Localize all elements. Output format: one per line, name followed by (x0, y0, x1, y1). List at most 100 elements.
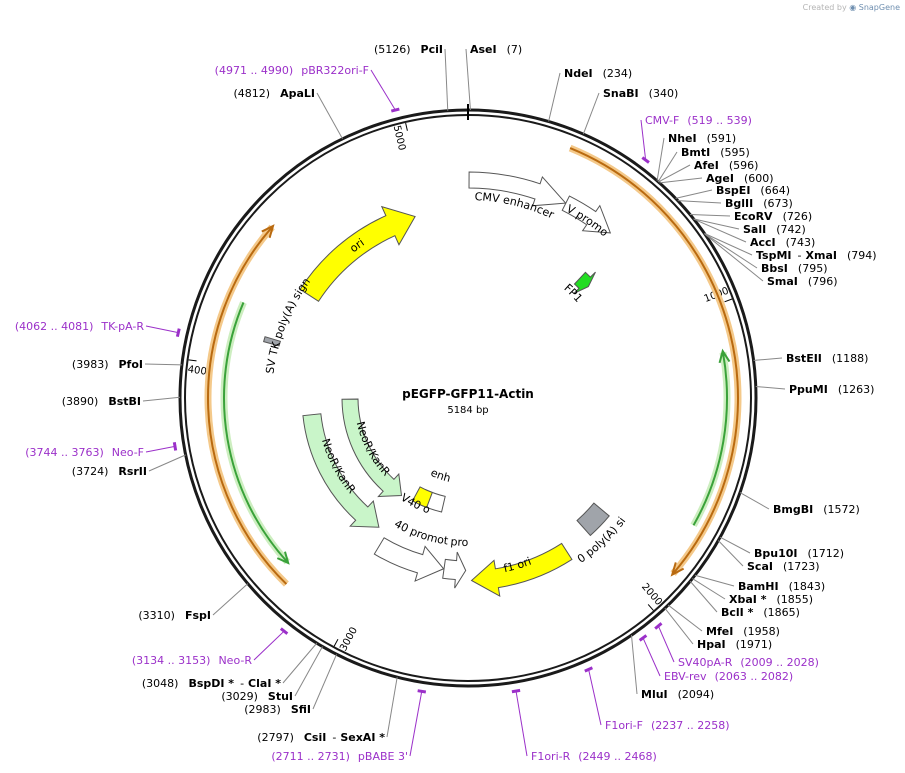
enzyme-sep-30: - (240, 677, 244, 690)
enzyme-pos-17: (1263) (838, 383, 875, 396)
enzyme-leader-20 (717, 540, 744, 567)
enzyme-label-3: SnaBI(340) (603, 87, 678, 100)
enzyme-label-14: BbsI(795) (761, 262, 828, 275)
enzyme-pos-3: (340) (649, 87, 679, 100)
enzyme-pos-29: (3029) (221, 690, 258, 703)
feat-gfp11-label: GFP11 (0, 0, 585, 305)
enzyme-pos-35: (4812) (234, 87, 271, 100)
enzyme-leader-23 (689, 580, 718, 613)
credit-brand: SnapGene (858, 3, 900, 12)
orf-green-2-line (223, 302, 289, 563)
enzyme-pos-11: (742) (776, 223, 806, 236)
primer-range-7: (3134 .. 3153) (132, 654, 211, 667)
feature-sv40-promoter (373, 537, 445, 582)
enzyme-pos-10: (726) (783, 210, 813, 223)
enzyme-name-32: RsrII (118, 465, 147, 478)
enzyme-leader-7 (659, 177, 703, 184)
enzyme-label-26: MluI(2094) (641, 688, 714, 701)
enzyme-label-0: (5126) PciI (374, 43, 443, 56)
enzyme-label-11: SalI (742) (743, 223, 806, 236)
enzyme-name-4: NheI (668, 132, 697, 145)
enzyme-name-22: XbaI * (729, 593, 767, 606)
primer-range-6: (2711 .. 2731) (271, 750, 350, 763)
enzyme-name-34: PfoI (119, 358, 144, 371)
primer-range-1: (519 .. 539) (687, 114, 752, 127)
enzyme-label-16: BstEII(1188) (786, 352, 868, 365)
enzyme-pos-34: (3983) (72, 358, 109, 371)
enzyme-leader-8 (675, 189, 713, 199)
primer-label-9: (4062 .. 4081)TK-pA-R (15, 320, 145, 333)
enzyme-leader-34 (144, 363, 182, 366)
enzyme-leader-15 (704, 233, 764, 282)
primer-name-8: Neo-F (112, 446, 144, 459)
enzyme-leader-4 (656, 137, 665, 181)
bp-tick-3000 (333, 638, 339, 647)
enzyme-leader-16 (753, 357, 783, 361)
enzyme-label-24: MfeI(1958) (706, 625, 780, 638)
enzyme-label-10: EcoRV (726) (734, 210, 812, 223)
plasmid-name: pEGFP-GFP11-Actin (402, 387, 534, 401)
enzyme-name2-27: SexAI * (340, 731, 385, 744)
enzyme-leader-11 (693, 218, 740, 230)
primer-site-mark-1 (641, 156, 650, 164)
orf-green-2-arrow-icon (276, 551, 290, 565)
feature-neor-kanr (341, 398, 403, 498)
enzyme-name-23: BclI * (721, 606, 754, 619)
enzyme-pos-0: (5126) (374, 43, 411, 56)
feature-cmv-enhancer (468, 171, 567, 207)
enzyme-name-10: EcoRV (734, 210, 773, 223)
bp-tick-label-2000: 2000 (639, 582, 664, 608)
enzyme-name-0: PciI (421, 43, 443, 56)
enzyme-name-28: SfiI (291, 703, 311, 716)
enzyme-name-26: MluI (641, 688, 668, 701)
primer-name-3: EBV-rev (664, 670, 707, 683)
enzyme-pos-32: (3724) (72, 465, 109, 478)
primer-leader-5 (515, 691, 528, 757)
enzyme-pos-24: (1958) (743, 625, 780, 638)
primer-name-6: pBABE 3' (358, 750, 408, 763)
enzyme-pos-22: (1855) (776, 593, 813, 606)
feature-ori (299, 205, 416, 302)
enzyme-pos-31: (3310) (138, 609, 175, 622)
feature-sv40-poly-a-signal (576, 502, 610, 537)
primer-label-0: (4971 .. 4990)pBR322ori-F (215, 64, 369, 77)
enzyme-leader-21 (694, 574, 735, 587)
enzyme-name-14: BbsI (761, 262, 788, 275)
enzyme-name-35: ApaLI (280, 87, 315, 100)
enzyme-name-11: SalI (743, 223, 766, 236)
primer-leader-0 (370, 69, 396, 111)
enzyme-label-13: TspMI-XmaI(794) (756, 249, 877, 262)
primer-range-8: (3744 .. 3763) (25, 446, 104, 459)
enzyme-pos-12: (743) (786, 236, 816, 249)
enzyme-pos-19: (1712) (808, 547, 845, 560)
enzyme-label-7: AgeI(600) (706, 172, 774, 185)
enzyme-leader-25 (664, 607, 694, 645)
bp-tick-label-3000: 3000 (338, 626, 360, 654)
enzyme-label-15: SmaI(796) (767, 275, 838, 288)
feature-neor-kanr-outer (302, 413, 380, 528)
feature-gfp11 (573, 271, 596, 294)
enzyme-leader-33 (142, 396, 181, 402)
primer-leader-2 (657, 625, 675, 663)
enzyme-leader-32 (148, 454, 186, 472)
enzyme-leader-2 (548, 72, 561, 122)
enzyme-label-32: (3724) RsrII (72, 465, 147, 478)
primer-name-1: CMV-F (645, 114, 679, 127)
enzyme-leader-6 (658, 164, 691, 183)
enzyme-leader-17 (755, 385, 786, 390)
primer-name-2: SV40pA-R (678, 656, 733, 669)
enzyme-sep-13: - (798, 249, 802, 262)
feat-hsv-tk-polya-label: HSV TK poly(A) signal (0, 0, 313, 375)
enzyme-pos-25: (1971) (736, 638, 773, 651)
primer-label-2: SV40pA-R(2009 .. 2028) (678, 656, 819, 669)
enzyme-label-4: NheI(591) (668, 132, 736, 145)
enzyme-name-6: AfeI (694, 159, 719, 172)
enzyme-label-30: (3048)BspDI *-ClaI * (142, 677, 281, 690)
feature-ampr-promoter (442, 551, 467, 589)
enzyme-pos-9: (673) (763, 197, 793, 210)
enzyme-sep-27: - (332, 731, 336, 744)
enzyme-leader-18 (739, 492, 770, 510)
enzyme-leader-12 (693, 218, 747, 243)
enzyme-label-23: BclI *(1865) (721, 606, 800, 619)
